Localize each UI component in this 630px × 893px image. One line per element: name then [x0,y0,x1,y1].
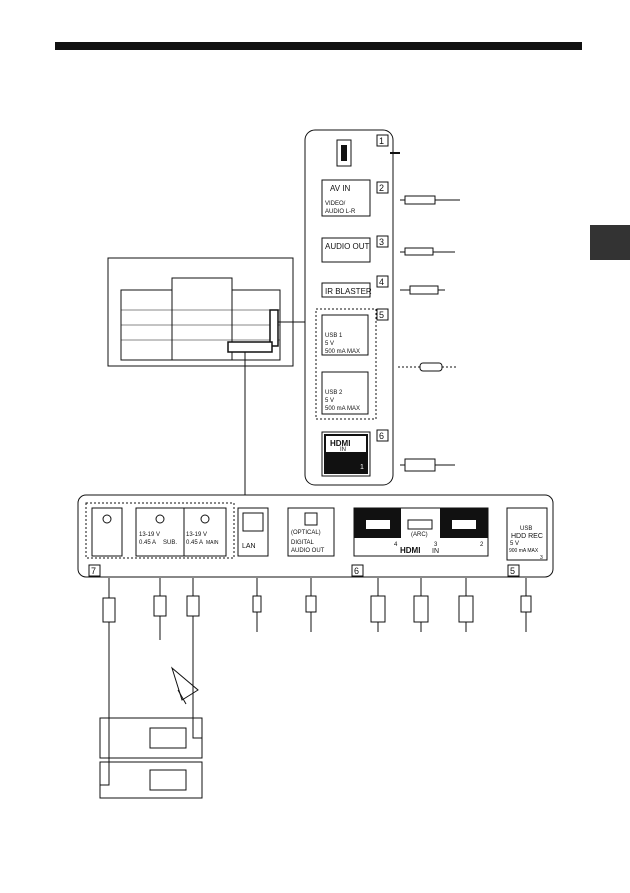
optical-line1: DIGITAL [291,540,315,546]
optical-line2: AUDIO OUT [291,548,325,554]
ir-blaster-title: IR BLASTER [325,287,372,296]
bottom-panel: 13-19 V 0.45 A SUB. 13-19 V 0.45 A MAIN … [77,494,554,578]
side-panel: 1 AV IN VIDEO/ AUDIO L-R 2 AUDIO OUT 3 I… [304,129,398,486]
hdmi-logo: HDMI [400,546,420,555]
usb3-amp: 900 mA MAX [509,548,539,554]
usb3-title: USB [520,526,532,532]
number-6-side: 6 [379,431,384,441]
number-5-bottom: 5 [510,566,515,576]
number-1: 1 [379,136,384,146]
usb3-volt: 5 V [510,541,519,547]
hdmi1-in: IN [340,447,346,453]
hdmi1-logo: HDMI [330,439,350,448]
hdmi-port2: 2 [480,542,484,548]
usb2-amp: 500 mA MAX [325,406,360,412]
hdmi-port3: 3 [434,542,438,548]
lan-label: LAN [242,543,256,550]
hdmi-port4: 4 [394,542,398,548]
usb1-amp: 500 mA MAX [325,349,360,355]
sat-main-tag: MAIN [206,540,219,546]
sat-sub-tag: SUB. [163,540,177,546]
av-in-title: AV IN [330,184,351,193]
usb1-volt: 5 V [325,341,334,347]
number-4: 4 [379,277,384,287]
number-6-bottom: 6 [354,566,359,576]
av-in-sub2: AUDIO L-R [325,209,356,215]
sat-sub-amp: 0.45 A [139,540,156,546]
usb1-title: USB 1 [325,333,343,339]
audio-out-title: AUDIO OUT [325,242,370,251]
usb3-port: 3 [540,555,543,561]
header-bar [55,42,582,50]
number-3: 3 [379,237,384,247]
hdmi1-port: 1 [360,464,364,471]
number-5-side: 5 [379,310,384,320]
usb3-sub: HDD REC [511,533,543,540]
hdmi-arc: (ARC) [411,532,428,538]
optical-tag: (OPTICAL) [291,530,321,536]
av-in-sub: VIDEO/ [325,201,346,207]
sat-sub-volt: 13-19 V [139,532,160,538]
number-2: 2 [379,183,384,193]
dish-and-adapters [99,630,203,799]
side-tab [590,225,630,260]
side-cables [398,152,460,472]
sat-main-volt: 13-19 V [186,532,207,538]
sat-main-amp: 0.45 A [186,540,203,546]
number-7: 7 [91,566,96,576]
hdmi-in-label: IN [432,548,439,555]
tv-back-view [107,257,305,495]
usb2-title: USB 2 [325,390,343,396]
usb2-volt: 5 V [325,398,334,404]
bottom-cables [102,578,532,640]
